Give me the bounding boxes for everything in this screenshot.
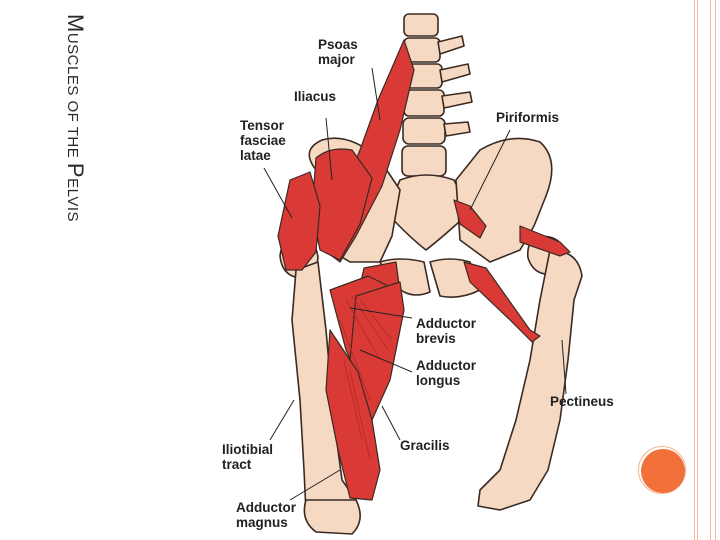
label-tensor-fasciae-latae: Tensor fasciae latae — [240, 118, 286, 163]
leader-adductor-longus — [359, 349, 413, 373]
adductor-magnus-muscle — [325, 329, 381, 501]
vertebra — [402, 117, 446, 145]
right-border-line — [697, 0, 698, 540]
label-iliotibial-tract: Iliotibial tract — [222, 442, 274, 472]
label-piriformis: Piriformis — [496, 110, 560, 125]
right-border-line — [694, 0, 695, 540]
label-gracilis: Gracilis — [400, 438, 450, 453]
right-border-line — [710, 0, 711, 540]
iliacus-muscle — [311, 148, 373, 261]
leader-adductor-magnus — [289, 469, 341, 501]
leader-iliacus — [325, 117, 333, 181]
title-text: USCLES OF THE — [64, 32, 81, 163]
leader-gracilis — [381, 405, 401, 441]
left-knee — [303, 499, 361, 535]
tensor-fasciae-latae-muscle — [277, 171, 321, 271]
right-border-line — [715, 0, 716, 540]
label-adductor-brevis: Adductor brevis — [416, 316, 476, 346]
leader-piriformis — [469, 129, 511, 211]
transverse-process — [441, 91, 473, 109]
right-adductor-strip — [463, 261, 541, 343]
right-gluteal-band — [519, 225, 571, 257]
transverse-process — [443, 121, 471, 137]
sacrum — [385, 174, 471, 251]
label-iliacus: Iliacus — [294, 89, 337, 104]
vertebra — [403, 89, 445, 117]
transverse-process — [439, 63, 471, 83]
label-adductor-magnus: Adductor magnus — [236, 500, 296, 530]
leader-tensor — [263, 167, 293, 219]
label-adductor-longus: Adductor longus — [416, 358, 476, 388]
leader-pectineus — [561, 339, 567, 395]
label-pectineus: Pectineus — [550, 394, 614, 409]
slide-title-wrap: MUSCLES OF THE PELVIS — [58, 14, 88, 324]
accent-dot — [641, 449, 685, 493]
fiber-lines — [339, 295, 393, 461]
vertebra — [403, 13, 439, 37]
label-psoas-major: Psoas major — [318, 37, 358, 67]
vertebra — [401, 145, 447, 177]
pelvis-muscles-diagram — [263, 13, 583, 535]
transverse-process — [437, 35, 465, 55]
piriformis-muscle — [453, 199, 487, 239]
muscles — [277, 39, 571, 501]
title-text-2: ELVIS — [64, 178, 81, 223]
slide-title: MUSCLES OF THE PELVIS — [62, 14, 88, 222]
leader-psoas — [371, 67, 381, 121]
leader-adductor-brevis — [349, 307, 413, 319]
accent-dot-ring — [638, 446, 686, 494]
title-initial: M — [63, 14, 88, 33]
leader-lines — [263, 67, 567, 501]
bones — [279, 13, 583, 535]
leader-iliotibial — [269, 399, 295, 441]
title-initial-2: P — [63, 162, 88, 179]
